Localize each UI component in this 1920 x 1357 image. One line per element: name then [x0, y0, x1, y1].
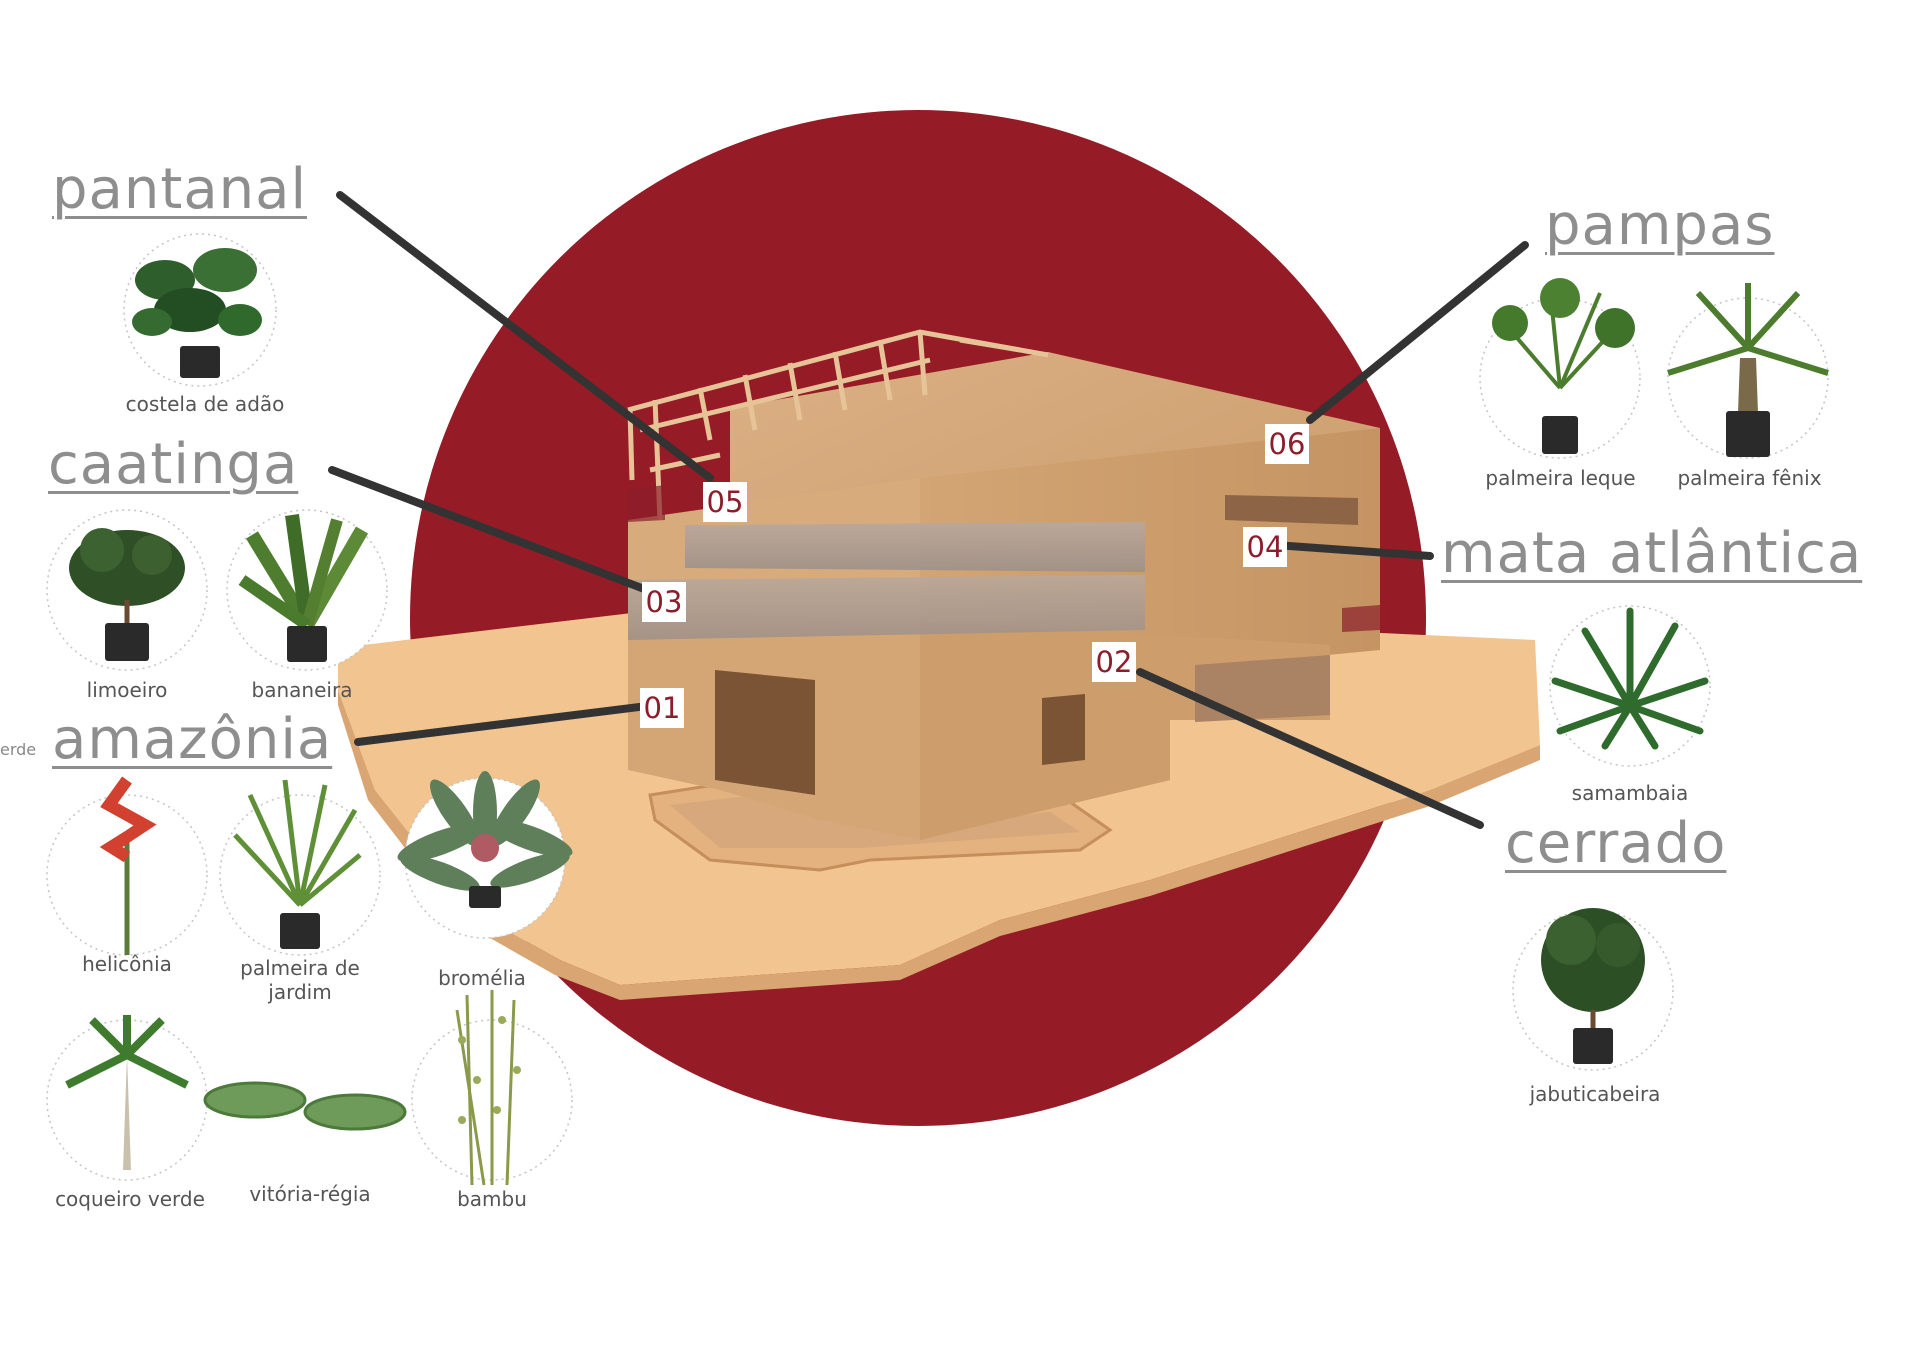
stray-text: erde: [0, 740, 37, 759]
leader-lines: [328, 191, 1529, 829]
marker-01: 01: [640, 688, 684, 728]
plant-label-vitoria: vitória-régia: [249, 1182, 371, 1206]
biome-label-cerrado: cerrado: [1505, 811, 1727, 876]
biome-label-mata-atlantica: mata atlântica: [1441, 521, 1863, 586]
marker-02: 02: [1092, 642, 1136, 682]
plant-label-bromelia: bromélia: [438, 966, 526, 990]
marker-04: 04: [1243, 527, 1287, 567]
plant-label-jabuticabeira: jabuticabeira: [1529, 1082, 1661, 1106]
marker-05: 05: [703, 482, 747, 522]
biome-label-amazonia: amazônia: [52, 707, 333, 772]
plant-label-coqueiro: coqueiro verde: [55, 1187, 205, 1211]
biome-label-caatinga: caatinga: [48, 432, 299, 497]
plant-label-heliconia: helicônia: [82, 952, 172, 976]
biome-label-pantanal: pantanal: [52, 157, 307, 222]
plant-label-samambaia: samambaia: [1571, 781, 1689, 805]
plant-label-bambu: bambu: [457, 1187, 527, 1211]
plant-illustrations: [46, 233, 1829, 1186]
plant-label-palmeira-leque: palmeira leque: [1485, 466, 1636, 490]
marker-03: 03: [642, 582, 686, 622]
plant-label-bananeira: bananeira: [251, 678, 353, 702]
marker-06: 06: [1265, 424, 1309, 464]
biome-label-pampas: pampas: [1545, 193, 1775, 258]
plant-label-palmeira-jardim: palmeira de jardim: [240, 956, 360, 1004]
plant-label-limoeiro: limoeiro: [86, 678, 168, 702]
plant-label-costela: costela de adão: [125, 392, 285, 416]
plant-label-palmeira-fenix: palmeira fênix: [1677, 466, 1822, 490]
building-model: [627, 329, 1380, 840]
